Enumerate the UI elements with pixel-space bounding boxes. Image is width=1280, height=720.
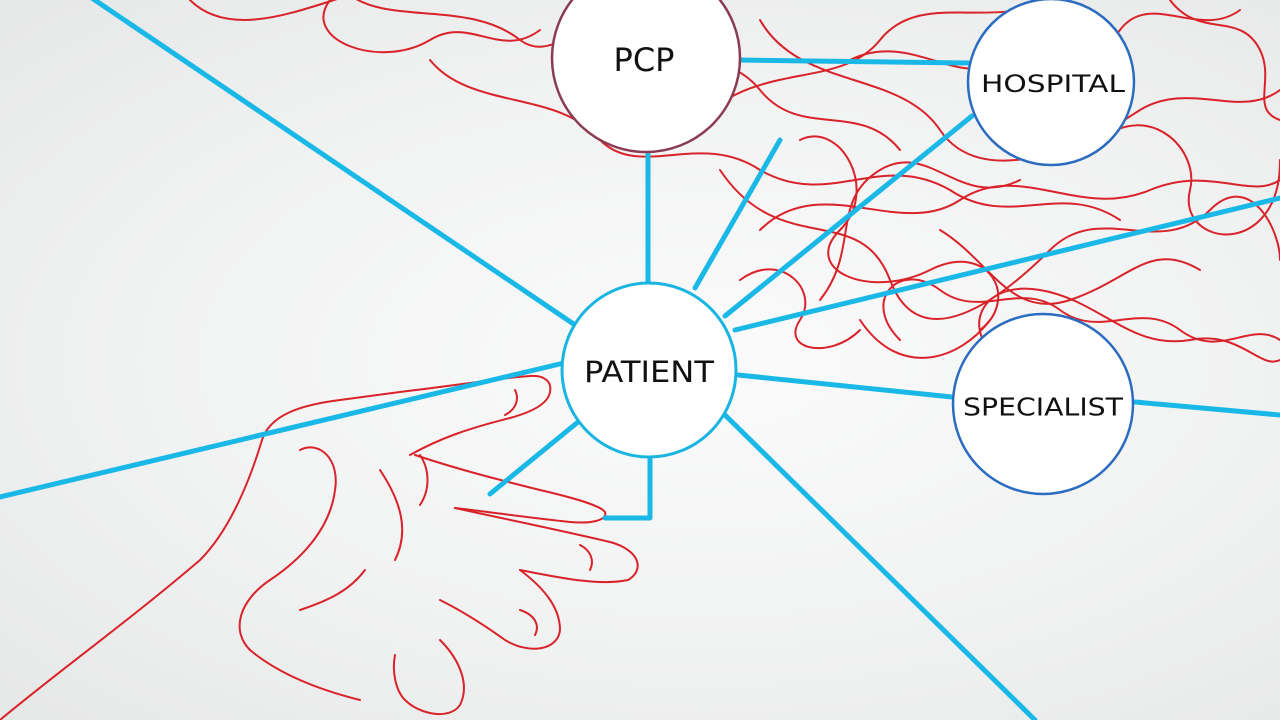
connection-line-right [732, 195, 1280, 333]
node-patient: PATIENT [560, 281, 738, 459]
hand-outline [0, 374, 552, 720]
hand-crease [504, 389, 518, 416]
tangle-line [819, 161, 1021, 301]
connection-line-upper-left [90, 0, 578, 328]
hand-finger-outline [439, 569, 561, 650]
hand-finger-outline [392, 639, 465, 716]
connection-line-to-hospital [722, 113, 975, 319]
specialist-circle [951, 312, 1135, 496]
hand-crease [299, 569, 366, 611]
tangle-line [799, 135, 1000, 331]
connection-line-left [0, 359, 571, 500]
connection-line-pcp-hospital [735, 57, 971, 66]
tangle-line [1169, 0, 1280, 121]
hand-finger-outline [414, 454, 607, 524]
hand-thumb-outline [238, 446, 337, 651]
tangle-line [699, 0, 1051, 121]
hand-illustration [0, 374, 639, 720]
patient-label: PATIENT [584, 355, 714, 389]
hand-crease [519, 609, 538, 636]
hand-finger-outline [454, 507, 639, 584]
pcp-label: PCP [614, 41, 675, 79]
connection-line-lower-bracket [602, 452, 653, 521]
hospital-label: HOSPITAL [981, 70, 1126, 98]
connection-line-lower-left [487, 419, 581, 497]
connection-line-upper-right-a [692, 137, 783, 291]
care-nodes: PCP HOSPITAL PATIENT SPECIALIST [550, 0, 1136, 496]
connection-line-to-specialist [735, 372, 955, 400]
hand-crease [579, 544, 593, 571]
tangle-line [759, 179, 1280, 231]
hospital-circle [966, 0, 1136, 167]
hand-crease [249, 649, 361, 701]
patient-circle [560, 281, 738, 459]
node-specialist: SPECIALIST [951, 312, 1135, 496]
tangle-line [859, 319, 991, 359]
tangle-line [739, 268, 861, 350]
tangle-line [322, 0, 541, 54]
tangle-line [882, 278, 1280, 343]
specialist-label: SPECIALIST [963, 393, 1124, 422]
connection-line-specialist-right [1132, 399, 1280, 418]
node-pcp: PCP [550, 0, 742, 154]
hand-crease [419, 454, 429, 506]
node-hospital: HOSPITAL [966, 0, 1136, 167]
tangle-line [939, 229, 1201, 305]
connection-line-lower-right [722, 412, 1038, 720]
tangle-line [978, 287, 1280, 363]
hand-crease [379, 469, 404, 561]
pcp-circle [550, 0, 742, 154]
